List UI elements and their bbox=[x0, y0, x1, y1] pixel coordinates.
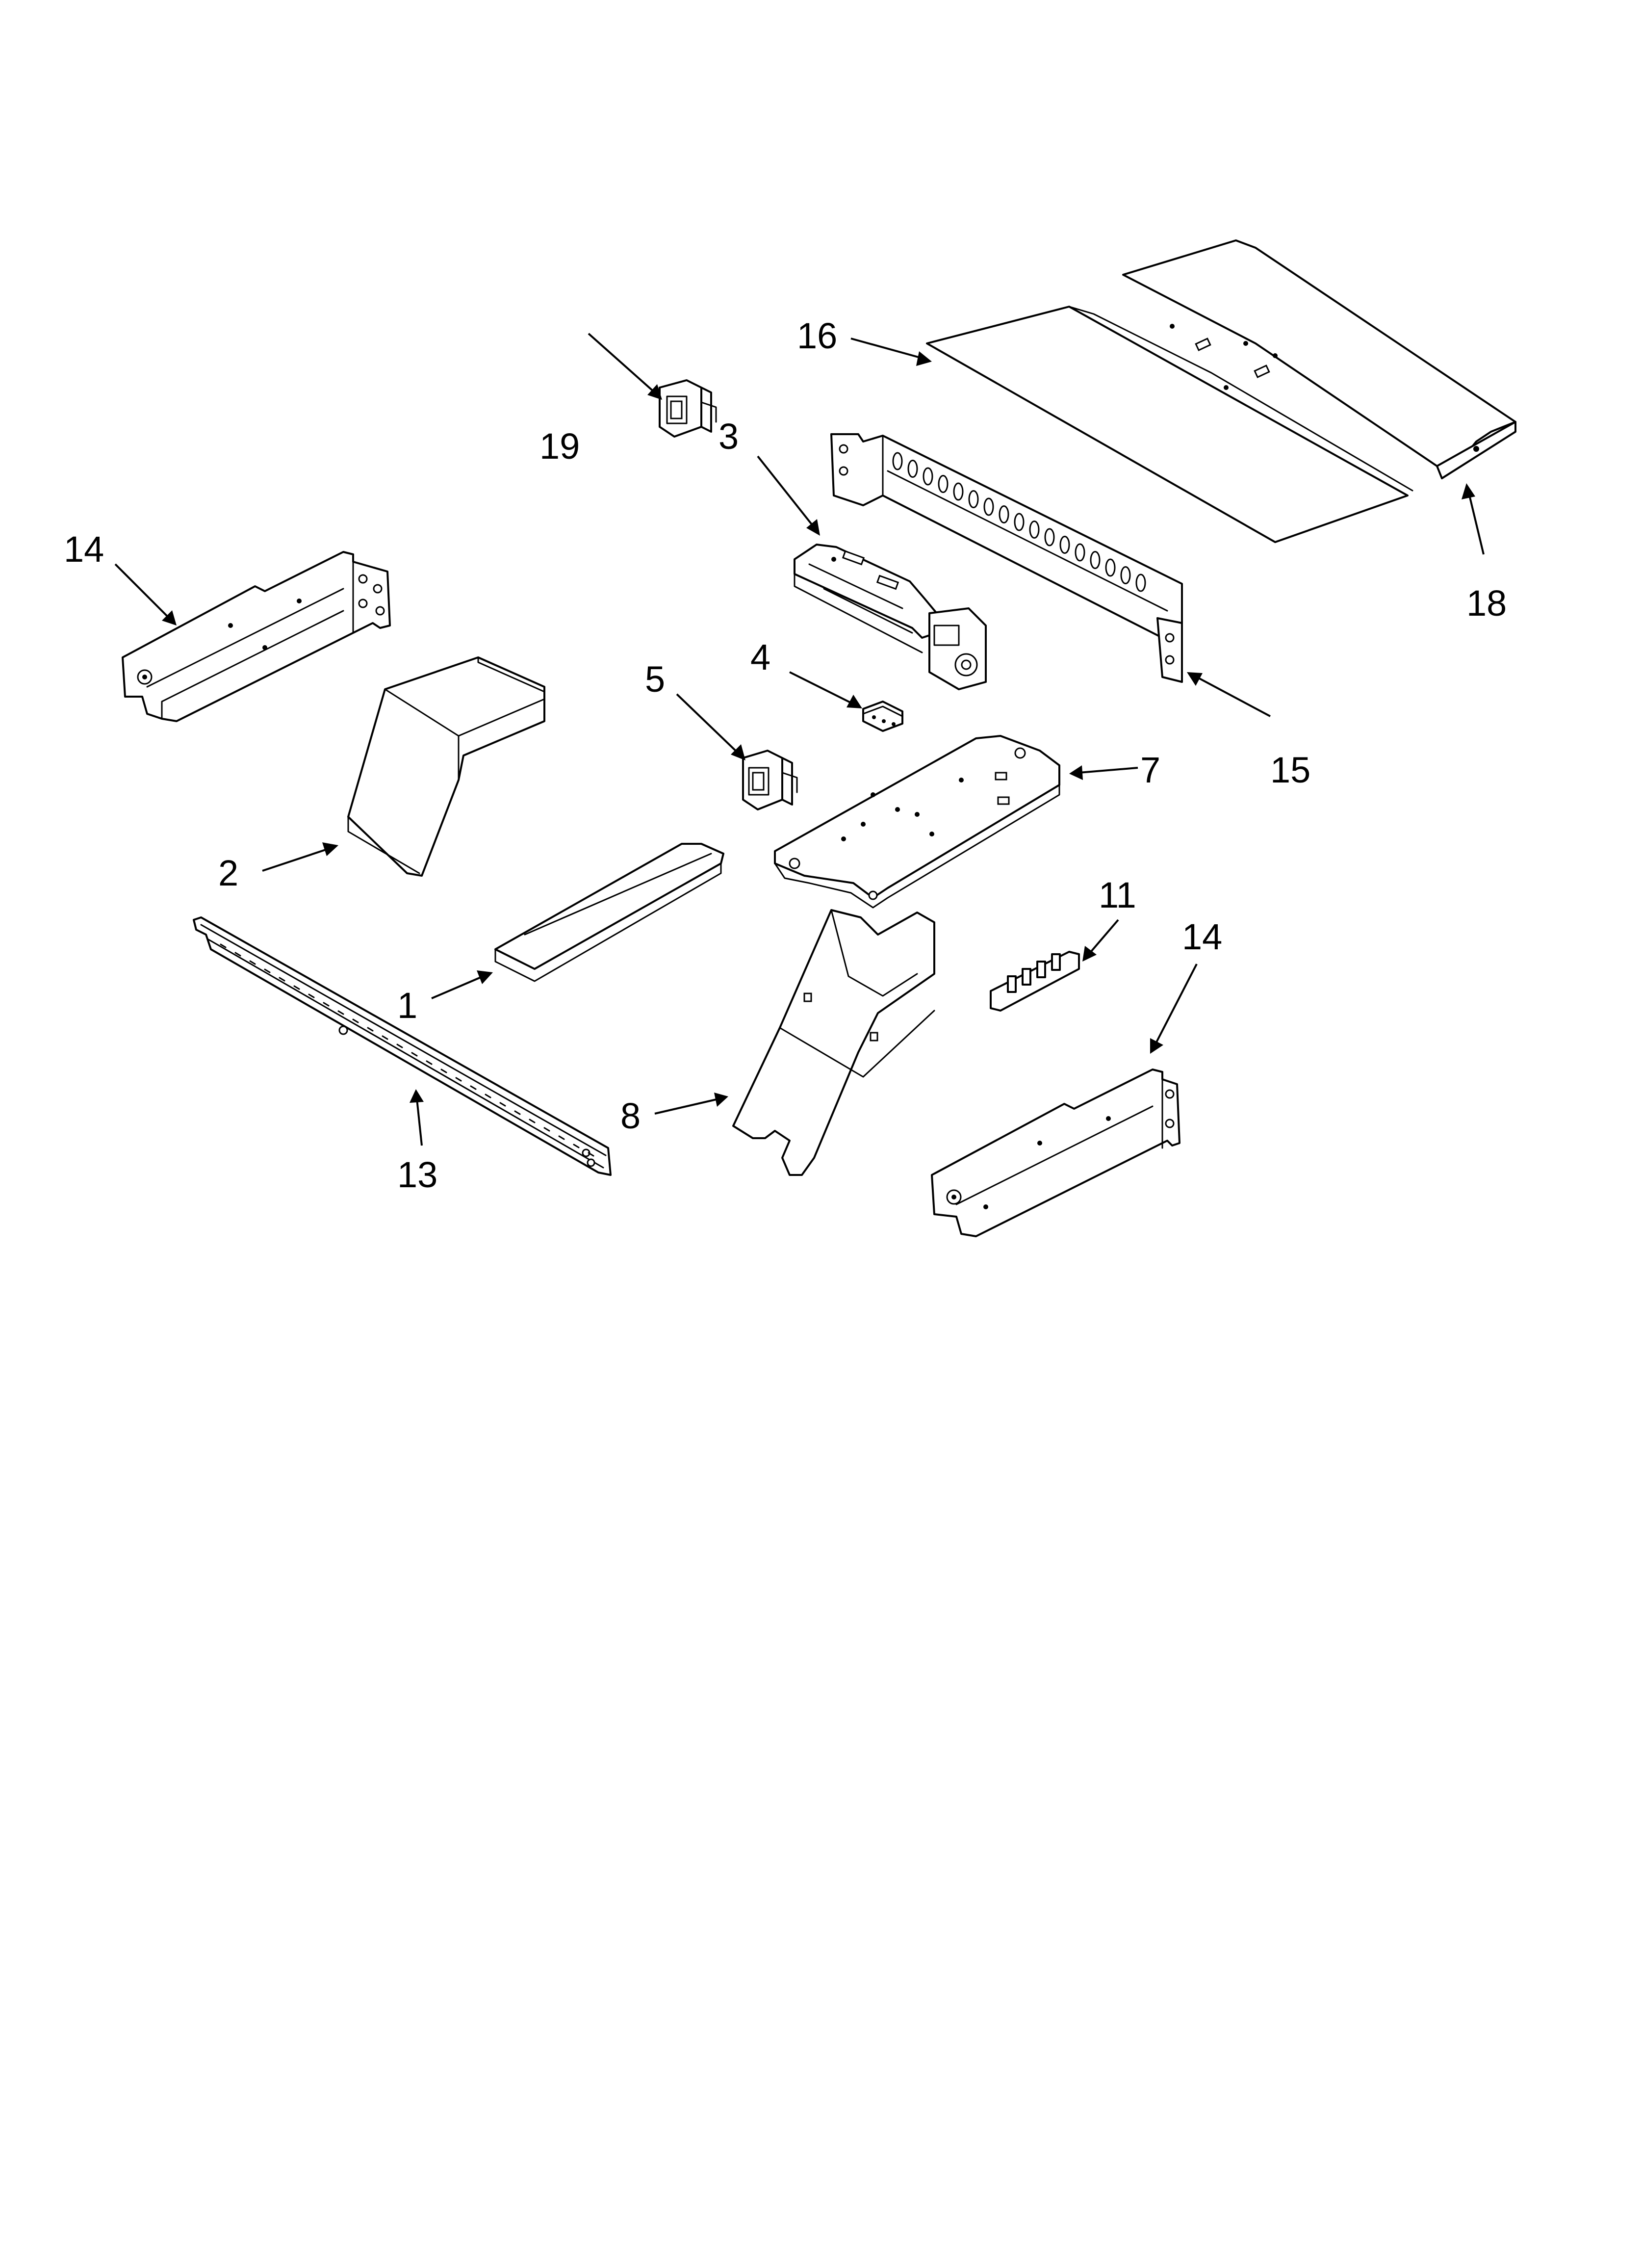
callout-2: 2 bbox=[218, 853, 238, 893]
rail-slot bbox=[264, 968, 271, 973]
part-14-left-side-bracket bbox=[122, 551, 391, 722]
rail-slot bbox=[543, 1127, 550, 1132]
callout-labels: 16 18 15 19 3 4 5 7 14 2 1 13 8 11 14 bbox=[64, 315, 1507, 1195]
rail-slot bbox=[293, 985, 300, 990]
vent-slot bbox=[1090, 551, 1101, 569]
rail-slot bbox=[514, 1110, 521, 1115]
vent-slot bbox=[1044, 528, 1055, 547]
part-11-terminal-strip bbox=[990, 951, 1080, 1012]
callout-3: 3 bbox=[718, 416, 739, 457]
vent-slot bbox=[923, 467, 933, 486]
vent-slot bbox=[999, 505, 1009, 523]
rail-slot bbox=[308, 993, 315, 998]
rail-slot bbox=[529, 1119, 536, 1123]
part-5-switch bbox=[742, 750, 798, 810]
vent-slot bbox=[1075, 543, 1085, 562]
callout-1: 1 bbox=[397, 985, 417, 1026]
rail-slot bbox=[588, 1152, 594, 1157]
callout-11: 11 bbox=[1099, 875, 1136, 915]
rail-slot bbox=[323, 1002, 330, 1007]
leader-arrows bbox=[114, 333, 1485, 1146]
part-16-top-shield bbox=[926, 306, 1413, 543]
part-2-duct bbox=[347, 656, 545, 877]
callout-5: 5 bbox=[645, 659, 665, 700]
part-1-bar bbox=[494, 843, 724, 982]
callout-8: 8 bbox=[620, 1095, 641, 1136]
rail-slot bbox=[337, 1010, 344, 1015]
vent-slot bbox=[892, 452, 903, 470]
rail-slot bbox=[455, 1077, 462, 1082]
vent-slot bbox=[1014, 513, 1025, 531]
callout-19: 19 bbox=[539, 426, 580, 467]
rail-slot bbox=[426, 1060, 433, 1065]
part-4-terminal-block bbox=[862, 701, 903, 732]
rail-slot bbox=[220, 943, 227, 948]
callout-16: 16 bbox=[797, 315, 837, 356]
rail-slot bbox=[440, 1069, 447, 1073]
part-14-right-side-bracket bbox=[931, 1069, 1180, 1237]
rail-slot bbox=[352, 1018, 359, 1023]
rail-slot bbox=[396, 1043, 403, 1048]
callout-14-right: 14 bbox=[1182, 916, 1222, 957]
callout-14-left: 14 bbox=[64, 529, 104, 570]
vent-slot bbox=[907, 460, 918, 478]
rail-slot bbox=[367, 1027, 374, 1032]
rail-slot bbox=[573, 1144, 580, 1148]
vent-slot bbox=[1105, 558, 1116, 577]
callout-15: 15 bbox=[1270, 750, 1310, 790]
rail-slot bbox=[470, 1085, 477, 1090]
part-13-rail bbox=[193, 916, 612, 1176]
callout-13: 13 bbox=[397, 1154, 437, 1195]
rail-slot bbox=[558, 1135, 565, 1140]
rail-slot bbox=[411, 1052, 418, 1057]
part-8-shroud bbox=[732, 909, 935, 1176]
vent-slot bbox=[1120, 566, 1131, 584]
part-19-switch bbox=[659, 379, 717, 438]
rail-slot bbox=[234, 952, 241, 957]
vent-slot bbox=[983, 497, 994, 516]
vent-slot bbox=[1029, 521, 1040, 539]
rail-slot bbox=[279, 977, 285, 982]
rail-slot bbox=[249, 960, 256, 965]
vent-slot bbox=[938, 475, 949, 493]
callout-18: 18 bbox=[1466, 583, 1507, 624]
rail-slot bbox=[382, 1035, 388, 1040]
vent-slot bbox=[953, 482, 964, 501]
part-3-control-assembly bbox=[794, 544, 987, 690]
vent-slot bbox=[1059, 536, 1070, 554]
vent-slot bbox=[1135, 574, 1146, 592]
callout-7: 7 bbox=[1140, 750, 1160, 790]
part-15-vented-bracket bbox=[830, 433, 1183, 683]
rail-slot bbox=[485, 1094, 491, 1098]
vent-slot bbox=[968, 490, 979, 508]
part-18-rear-panel bbox=[1122, 239, 1516, 479]
callout-4: 4 bbox=[750, 637, 770, 678]
rail-slot bbox=[499, 1102, 506, 1107]
part-7-mounting-plate bbox=[774, 735, 1060, 909]
